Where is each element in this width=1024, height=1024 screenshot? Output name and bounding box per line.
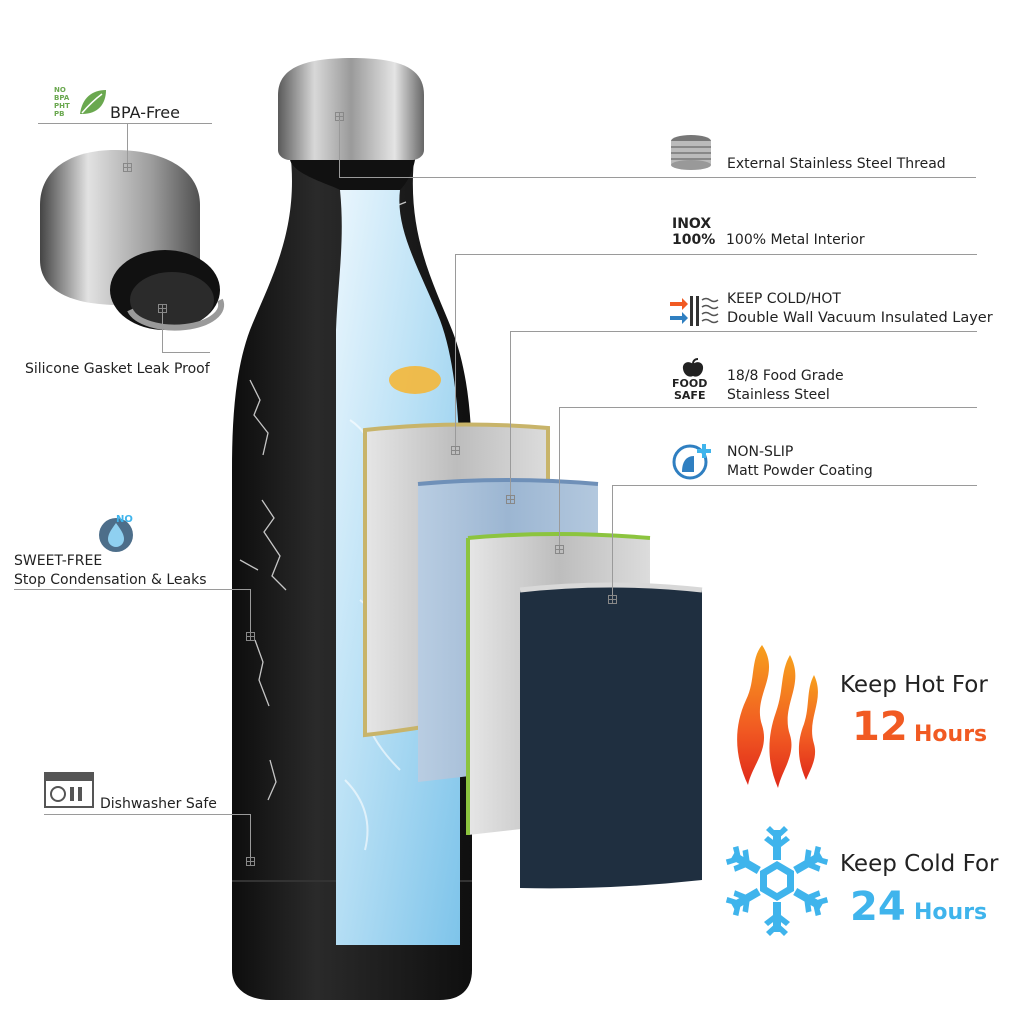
- callout-marker: [246, 632, 255, 641]
- gasket-label: Silicone Gasket Leak Proof: [25, 361, 210, 377]
- bpa-badge-line: PHT: [54, 102, 70, 110]
- callout-line: [127, 123, 128, 167]
- bpa-badge-line: BPA: [54, 94, 70, 102]
- callout-line: [455, 254, 456, 446]
- bpa-badge-line: NO: [54, 86, 66, 94]
- food-badge-bottom: SAFE: [674, 389, 706, 402]
- cold-number: 24: [850, 884, 906, 930]
- callout-line: [250, 814, 251, 860]
- callout-line: [612, 485, 613, 595]
- apple-icon: [682, 358, 704, 377]
- food-grade-desc: Stainless Steel: [727, 387, 830, 403]
- insulation-arrows-icon: [670, 296, 719, 326]
- callout-marker: [158, 304, 167, 313]
- callout-line: [559, 407, 560, 545]
- sweat-badge: NO: [116, 514, 133, 525]
- hot-number: 12: [852, 704, 908, 750]
- callout-marker: [555, 545, 564, 554]
- hand-cross-icon: [672, 444, 711, 480]
- cold-hot-title: KEEP COLD/HOT: [727, 291, 841, 307]
- callout-line: [339, 177, 976, 178]
- callout-marker: [451, 446, 460, 455]
- callout-line: [44, 814, 250, 815]
- dishwasher-icon: [44, 772, 94, 808]
- callout-line: [162, 352, 210, 353]
- callout-line: [38, 123, 212, 124]
- callout-marker: [506, 495, 515, 504]
- callout-marker: [608, 595, 617, 604]
- callout-line: [559, 407, 977, 408]
- callout-line: [339, 120, 340, 177]
- inox-badge-bottom: 100%: [672, 232, 716, 248]
- bpa-badge-line: PB: [54, 110, 65, 118]
- callout-marker: [246, 857, 255, 866]
- bpa-free-label: BPA-Free: [110, 103, 180, 122]
- snowflake-icon: [722, 826, 832, 936]
- food-grade-title: 18/8 Food Grade: [727, 368, 844, 384]
- nonslip-title: NON-SLIP: [727, 444, 794, 460]
- inox-badge-top: INOX: [672, 216, 712, 232]
- callout-marker: [123, 163, 132, 172]
- sweat-free-title: SWEET-FREE: [14, 553, 103, 569]
- cold-hot-desc: Double Wall Vacuum Insulated Layer: [727, 310, 993, 326]
- dishwasher-label: Dishwasher Safe: [100, 796, 217, 812]
- cold-unit: Hours: [914, 900, 988, 925]
- thread-label: External Stainless Steel Thread: [727, 156, 946, 172]
- food-badge-top: FOOD: [672, 377, 708, 390]
- callout-line: [250, 589, 251, 635]
- callout-line: [510, 331, 511, 495]
- cold-title: Keep Cold For: [840, 851, 999, 877]
- shield-drop-icon: [99, 518, 133, 552]
- thread-icon: [671, 135, 711, 170]
- sweat-free-desc: Stop Condensation & Leaks: [14, 572, 207, 588]
- hot-title: Keep Hot For: [840, 672, 988, 698]
- callout-line: [162, 308, 163, 352]
- bpa-badge: NO BPA PHT PB: [54, 86, 80, 118]
- leaf-icon: [80, 90, 106, 114]
- flame-icon: [737, 645, 818, 788]
- hot-unit: Hours: [914, 722, 988, 747]
- nonslip-desc: Matt Powder Coating: [727, 463, 873, 479]
- callout-line: [612, 485, 977, 486]
- callout-line: [510, 331, 977, 332]
- callout-line: [14, 589, 250, 590]
- callout-line: [455, 254, 977, 255]
- metal-interior-label: 100% Metal Interior: [726, 232, 865, 248]
